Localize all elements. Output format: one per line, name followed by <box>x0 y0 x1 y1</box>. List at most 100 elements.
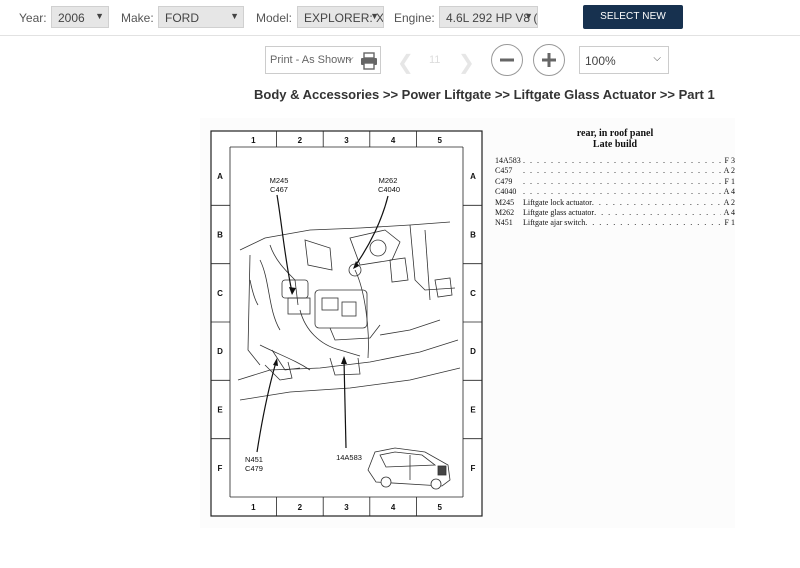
legend-item: 14A583. . . . . . . . . . . . . . . . . … <box>495 156 735 166</box>
grid-row-label: A <box>470 172 476 181</box>
chevron-down-icon: ▼ <box>370 11 379 21</box>
next-page-icon[interactable]: ❯ <box>458 52 475 74</box>
grid-row-label: D <box>470 347 476 356</box>
legend-leader: . . . . . . . . . . . . . . . . . . . . … <box>523 187 721 197</box>
grid-column-label: 1 <box>251 136 256 145</box>
engine-value: 4.6L 292 HP V8 ( <box>446 11 538 25</box>
legend-grid-location: A 4 <box>723 187 735 197</box>
callout-leaders <box>256 194 389 453</box>
year-value: 2006 <box>58 11 85 25</box>
grid-column-label: 3 <box>344 503 349 512</box>
legend-leader: . . . . . . . . . . . . . . . . . . . . … <box>591 197 721 207</box>
legend-code: M262 <box>495 208 515 218</box>
chevron-down-icon: ⌵ <box>346 53 354 64</box>
chevron-down-icon: ⌵ <box>653 53 661 64</box>
engine-select[interactable]: 4.6L 292 HP V8 ( ▼ <box>439 6 538 28</box>
grid-column-label: 5 <box>437 503 442 512</box>
printer-icon[interactable] <box>360 52 378 73</box>
callout-N451: N451 <box>245 455 263 464</box>
grid-row-label: E <box>470 406 476 415</box>
zoom-out-button[interactable] <box>491 44 523 76</box>
make-label: Make: <box>121 11 154 25</box>
callout-C479: C479 <box>245 464 263 473</box>
legend-item: C4040 . . . . . . . . . . . . . . . . . .… <box>495 187 735 197</box>
legend-item: N451 Liftgate ajar switch. . . . . . . . … <box>495 218 735 228</box>
legend-item: C479 . . . . . . . . . . . . . . . . . . … <box>495 177 735 187</box>
vehicle-locator-icon <box>367 447 451 490</box>
legend-leader: . . . . . . . . . . . . . . . . . . . . … <box>594 208 721 218</box>
legend-code: M245 <box>495 197 515 207</box>
legend-description: Liftgate glass actuator <box>523 208 595 218</box>
legend-title-line-1: rear, in roof panel <box>576 128 654 139</box>
print-option-value: Print - As Shown <box>270 54 352 66</box>
chevron-down-icon: ▼ <box>230 11 239 21</box>
grid-column-label: 3 <box>344 136 349 145</box>
grid-row-label: C <box>217 289 223 298</box>
zoom-select[interactable]: 100% ⌵ <box>579 46 669 74</box>
plus-icon <box>542 53 556 67</box>
grid-column-label: 4 <box>391 136 396 145</box>
make-value: FORD <box>165 11 199 25</box>
legend-leader: . . . . . . . . . . . . . . . . . . . . … <box>523 156 721 165</box>
grid-row-label: D <box>217 347 223 356</box>
grid-column-label: 2 <box>298 136 303 145</box>
legend-code: C479 <box>495 176 513 186</box>
legend-list: 14A583. . . . . . . . . . . . . . . . . … <box>495 156 735 229</box>
legend-leader: . . . . . . . . . . . . . . . . . . . . … <box>523 166 721 176</box>
minus-icon <box>500 58 514 62</box>
legend-item: M262 Liftgate glass actuator. . . . . . .… <box>495 208 735 218</box>
callout-M245: M245 <box>270 176 289 185</box>
callout-C467: C467 <box>270 185 288 194</box>
grid-column-label: 4 <box>391 503 396 512</box>
legend-code: C457 <box>495 166 513 176</box>
engine-label: Engine: <box>394 11 435 25</box>
zoom-value: 100% <box>585 54 616 68</box>
zoom-in-button[interactable] <box>533 44 565 76</box>
callout-14A583: 14A583 <box>336 453 362 462</box>
grid-row-label: A <box>217 172 223 181</box>
select-new-vehicle-button[interactable]: SELECT NEW VEHICLE <box>583 5 683 46</box>
grid-row-label: B <box>217 231 223 240</box>
legend-description: Liftgate lock actuator <box>523 197 592 207</box>
legend-item: M245 Liftgate lock actuator. . . . . . . … <box>495 198 735 208</box>
breadcrumb: Body & Accessories >> Power Liftgate >> … <box>254 87 715 102</box>
page-number: 11 <box>429 54 441 66</box>
callout-C4040: C4040 <box>378 185 400 194</box>
legend-grid-location: A 2 <box>723 166 735 176</box>
legend-grid-location: A 2 <box>723 197 735 207</box>
legend-grid-location: A 4 <box>723 208 735 218</box>
grid-row-label: C <box>470 289 476 298</box>
legend-code: 14A583 <box>495 156 521 165</box>
legend-item: C457 . . . . . . . . . . . . . . . . . . … <box>495 166 735 176</box>
legend-description: Liftgate ajar switch <box>523 218 586 228</box>
year-select[interactable]: 2006 ▼ <box>51 6 109 28</box>
legend-grid-location: F 1 <box>724 176 735 186</box>
legend-grid-location: F 1 <box>724 218 735 228</box>
grid-column-label: 5 <box>437 136 442 145</box>
grid-column-label: 1 <box>251 503 256 512</box>
chevron-down-icon: ▼ <box>95 11 104 21</box>
callout-M262: M262 <box>379 176 398 185</box>
chevron-down-icon: ▼ <box>524 11 533 21</box>
legend-code: C4040 <box>495 187 517 197</box>
model-select[interactable]: EXPLORER: XL ▼ <box>297 6 384 28</box>
model-label: Model: <box>256 11 293 25</box>
legend-leader: . . . . . . . . . . . . . . . . . . . . … <box>523 176 721 186</box>
legend-grid-location: F 3 <box>724 156 735 165</box>
year-label: Year: <box>19 11 47 25</box>
grid-row-label: B <box>470 231 476 240</box>
legend-code: N451 <box>495 218 513 228</box>
previous-page-icon[interactable]: ❮ <box>397 52 414 74</box>
liftgate-mechanism-drawing <box>237 221 461 401</box>
print-options-select[interactable]: Print - As Shown ⌵ <box>265 46 381 74</box>
grid-row-label: F <box>218 464 223 473</box>
grid-column-label: 2 <box>298 503 303 512</box>
legend-title: rear, in roof panel Late build <box>495 128 735 150</box>
legend-title-line-2: Late build <box>592 139 638 150</box>
make-select[interactable]: FORD ▼ <box>158 6 244 28</box>
model-value: EXPLORER: XL <box>304 11 384 25</box>
vehicle-selector-bar: Year: 2006 ▼ Make: FORD ▼ Model: EXPLORE… <box>0 0 800 46</box>
component-legend: rear, in roof panel Late build 14A583. .… <box>495 128 735 229</box>
legend-leader: . . . . . . . . . . . . . . . . . . . . … <box>585 218 721 228</box>
